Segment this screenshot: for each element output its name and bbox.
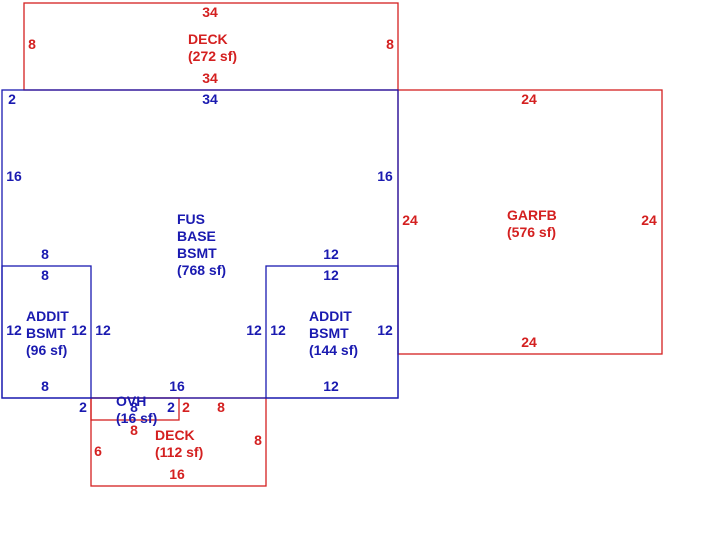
dim-garage-right: 24 [641,212,657,228]
svg-text:(272 sf): (272 sf) [188,48,237,64]
svg-text:DECK: DECK [155,427,195,443]
ovh-label: OVH (16 sf) [116,393,157,426]
dim-addit-right-bottom: 12 [323,378,339,394]
dim-deck-top-left: 8 [28,36,36,52]
addit-right-outline [265,265,399,399]
garage-label: GARFB (576 sf) [507,207,557,240]
svg-text:(768 sf): (768 sf) [177,262,226,278]
addit-right-label: ADDIT BSMT (144 sf) [309,308,358,358]
dim-addit-left-right-a: 12 [71,322,87,338]
dim-addit-right-top-outer: 12 [323,246,339,262]
dim-deck-top-right: 8 [386,36,394,52]
svg-text:(96 sf): (96 sf) [26,342,67,358]
dim-ovh-top-b: 8 [130,422,138,438]
dim-deck-bottom-bottom: 16 [169,466,185,482]
addit-left-label: ADDIT BSMT (96 sf) [26,308,69,358]
svg-text:DECK: DECK [188,31,228,47]
dim-deck-top-bottom: 34 [202,70,218,86]
addit-left-outline [1,265,92,399]
dim-main-corner: 2 [8,91,16,107]
dim-main-left: 16 [6,168,22,184]
dim-addit-right-top-inner: 12 [323,267,339,283]
deck-top-label: DECK (272 sf) [188,31,237,64]
svg-text:GARFB: GARFB [507,207,557,223]
dim-addit-left-bottom: 8 [41,378,49,394]
dim-garage-bottom: 24 [521,334,537,350]
svg-text:(144 sf): (144 sf) [309,342,358,358]
dim-addit-right-left-a: 12 [246,322,262,338]
svg-text:BSMT: BSMT [26,325,66,341]
dim-deck-bottom-right: 8 [254,432,262,448]
dim-addit-left-top-outer: 8 [41,246,49,262]
svg-text:BSMT: BSMT [309,325,349,341]
dim-ovh-top-a: 8 [130,399,138,415]
dim-deck-bottom-top: 8 [217,399,225,415]
dim-addit-right-left-b: 12 [270,322,286,338]
dim-main-bottom: 16 [169,378,185,394]
svg-text:ADDIT: ADDIT [26,308,69,324]
dim-ovh-left: 2 [79,399,87,415]
svg-text:ADDIT: ADDIT [309,308,352,324]
dim-deck-bottom-left: 6 [94,443,102,459]
svg-text:(16 sf): (16 sf) [116,410,157,426]
dim-main-top: 34 [202,91,218,107]
svg-text:(576 sf): (576 sf) [507,224,556,240]
svg-text:FUS: FUS [177,211,205,227]
dim-deck-top-top: 34 [202,4,218,20]
svg-text:BSMT: BSMT [177,245,217,261]
dim-garage-left: 24 [402,212,418,228]
dim-ovh-inner: 2 [182,399,190,415]
svg-text:(112 sf): (112 sf) [155,444,203,460]
dim-ovh-right: 2 [167,399,175,415]
svg-text:OVH: OVH [116,393,146,409]
dim-main-right: 16 [377,168,393,184]
dim-addit-left-left: 12 [6,322,22,338]
dim-addit-left-right-b: 12 [95,322,111,338]
deck-bottom-label: DECK (112 sf) [155,427,203,460]
main-basement-label: FUS BASE BSMT (768 sf) [177,211,226,278]
main-basement-outline [1,89,399,399]
dim-addit-right-right: 12 [377,322,393,338]
dim-addit-left-top-inner: 8 [41,267,49,283]
dim-garage-top: 24 [521,91,537,107]
svg-text:BASE: BASE [177,228,216,244]
